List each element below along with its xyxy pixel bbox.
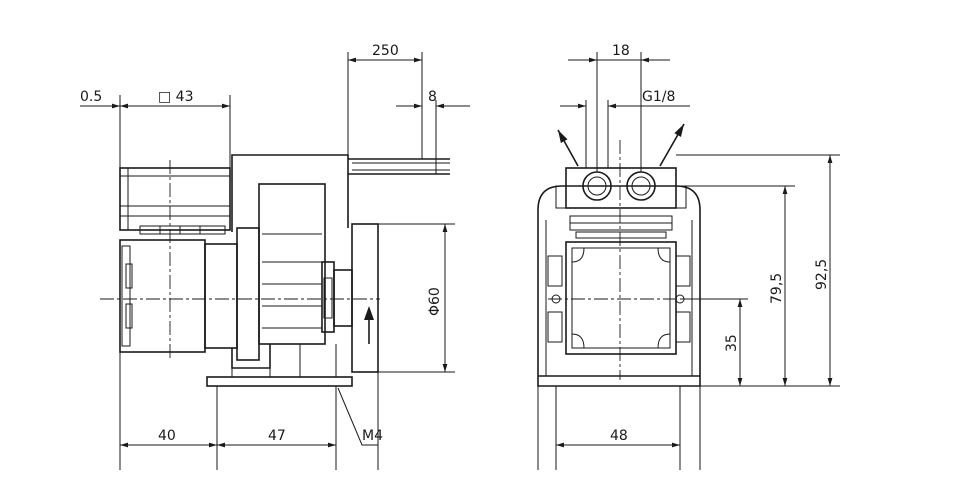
motor-rear-cap	[119, 167, 231, 235]
dim-shaft-height: 35	[724, 334, 740, 352]
dim-wire-spacing: 8	[428, 89, 437, 105]
pump-head-block	[555, 167, 687, 239]
motor-body	[119, 227, 260, 361]
dim-base-length-b: 47	[268, 428, 286, 444]
motor-face	[565, 241, 677, 355]
dim-port-height: 79,5	[769, 273, 785, 304]
cable-wires	[348, 158, 450, 175]
dim-total-height: 92,5	[814, 259, 830, 290]
dim-port-thread: G1/8	[642, 89, 675, 105]
dim-head-diameter: Φ60	[427, 287, 443, 316]
front-view: 18 G1/8 92,5 79,5 35 48	[537, 43, 840, 470]
dim-base-length-a: 40	[158, 428, 176, 444]
dim-port-spacing: 18	[612, 43, 630, 59]
side-view: 0.5 □ 43 250 8 Φ60 40 47 M4	[80, 43, 470, 470]
base-plate	[206, 344, 353, 387]
dim-cable-length: 250	[372, 43, 399, 59]
dim-mount-thread: M4	[362, 428, 383, 444]
dim-base-width: 48	[610, 428, 628, 444]
pump-housing	[231, 154, 379, 373]
dim-motor-square: □ 43	[158, 89, 194, 105]
dim-flange-offset: 0.5	[80, 89, 102, 105]
